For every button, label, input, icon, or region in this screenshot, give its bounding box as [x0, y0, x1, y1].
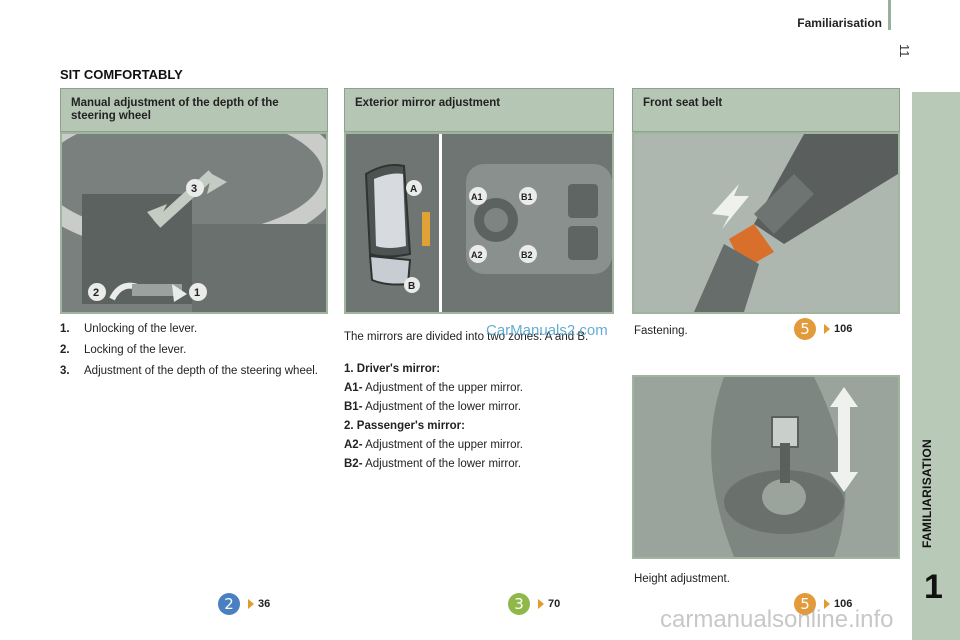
section-title: SIT COMFORTABLY — [60, 67, 183, 82]
list-item: 2.Locking of the lever. — [60, 344, 187, 356]
label-2: 2 — [93, 287, 99, 299]
page-ref: 36 — [258, 598, 271, 610]
label-A2: A2 — [471, 250, 483, 260]
page-number: 11 — [897, 44, 912, 58]
list-item: 3.Adjustment of the depth of the steerin… — [60, 365, 318, 377]
label-A1: A1 — [471, 192, 483, 202]
ref-fastening[interactable]: 5 106 — [794, 318, 852, 340]
label-A: A — [410, 184, 417, 195]
driver-a1: A1- Adjustment of the upper mirror. — [344, 382, 523, 394]
steering-wheel-illustration: 3 2 1 — [60, 132, 328, 314]
arrow-right-icon — [824, 599, 830, 609]
running-header: Familiarisation — [797, 16, 882, 30]
seatbelt-fastening-illustration — [632, 132, 900, 314]
mirror-intro: The mirrors are divided into two zones: … — [344, 331, 589, 343]
chapter-badge: 5 — [794, 593, 816, 615]
ref-steering[interactable]: 2 36 — [218, 593, 270, 615]
chapter-number: 1 — [924, 568, 943, 606]
page-ref: 106 — [834, 323, 853, 335]
chapter-badge: 5 — [794, 318, 816, 340]
arrow-right-icon — [824, 324, 830, 334]
height-caption: Height adjustment. — [634, 573, 730, 585]
steering-steps-list: 1.Unlocking of the lever. 2.Locking of t… — [60, 322, 328, 385]
fastening-caption: Fastening. — [634, 325, 688, 337]
ref-height[interactable]: 5 106 — [794, 593, 852, 615]
watermark: CarManuals2.com — [486, 322, 608, 339]
label-B: B — [408, 281, 415, 292]
ref-mirror[interactable]: 3 70 — [508, 593, 560, 615]
label-1: 1 — [194, 287, 200, 299]
seatbelt-height-illustration — [632, 375, 900, 559]
footer-watermark: carmanualsonline.info — [660, 606, 894, 633]
page-ref: 70 — [548, 598, 561, 610]
steering-panel-heading: Manual adjustment of the depth of the st… — [60, 88, 328, 132]
chapter-tab — [912, 92, 960, 640]
seatbelt-panel-heading: Front seat belt — [632, 88, 900, 132]
driver-mirror-title: 1. Driver's mirror: — [344, 363, 441, 375]
label-B2: B2 — [521, 250, 533, 260]
chapter-tab-label: FAMILIARISATION — [920, 439, 934, 548]
passenger-a2: A2- Adjustment of the upper mirror. — [344, 439, 523, 451]
chapter-badge: 2 — [218, 593, 240, 615]
label-B1: B1 — [521, 192, 533, 202]
header-divider — [888, 0, 891, 30]
passenger-b2: B2- Adjustment of the lower mirror. — [344, 458, 522, 470]
mirror-illustration: A B A1 B1 A2 B2 — [344, 132, 614, 314]
arrow-right-icon — [248, 599, 254, 609]
driver-b1: B1- Adjustment of the lower mirror. — [344, 401, 522, 413]
mirror-panel-heading: Exterior mirror adjustment — [344, 88, 614, 132]
passenger-mirror-title: 2. Passenger's mirror: — [344, 420, 465, 432]
list-item: 1.Unlocking of the lever. — [60, 323, 198, 335]
arrow-right-icon — [538, 599, 544, 609]
label-3: 3 — [191, 183, 197, 195]
chapter-badge: 3 — [508, 593, 530, 615]
page-ref: 106 — [834, 598, 853, 610]
